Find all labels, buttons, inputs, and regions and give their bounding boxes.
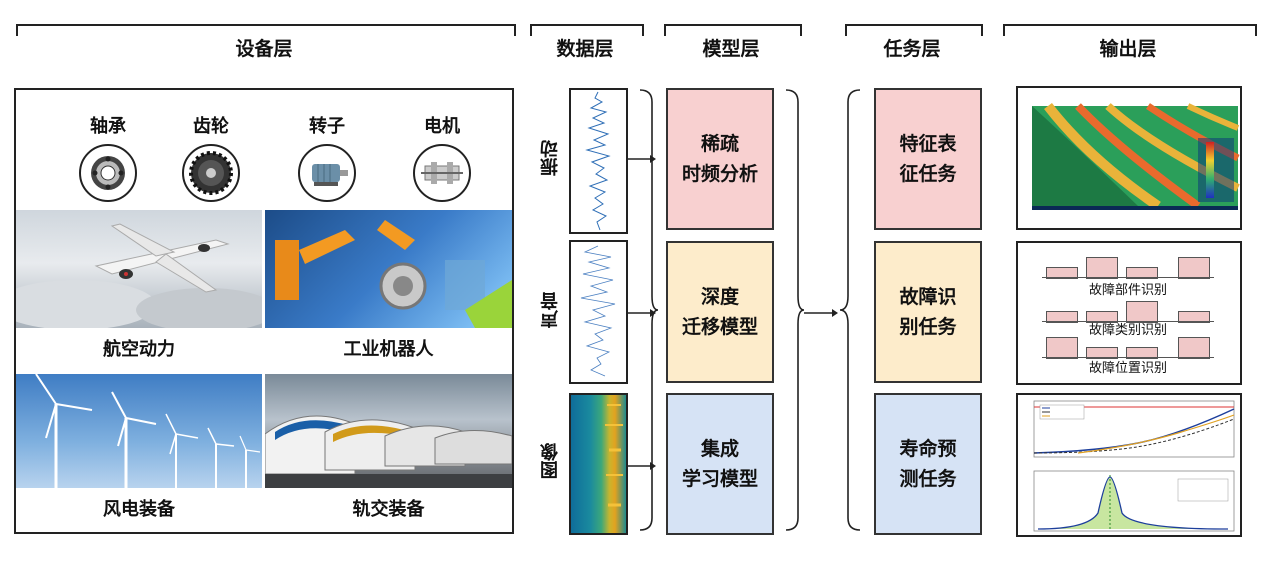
equipment-label-wind: 风电装备: [16, 490, 262, 530]
fault-label-location: 故障位置识别: [1088, 361, 1167, 376]
model-deep-transfer: 深度迁移模型: [666, 241, 774, 383]
equipment-label-train: 轨交装备: [265, 490, 512, 530]
fault-bar-4: [1178, 257, 1210, 279]
fault-bar-11: [1126, 347, 1158, 359]
equipment-label-robot: 工业机器人: [265, 330, 512, 370]
fault-bar-1: [1046, 267, 1078, 279]
device-layer-header: 设备层: [235, 38, 293, 60]
airplane-photo: [16, 210, 262, 328]
task-input-brace: [838, 88, 862, 536]
model-ensemble-line2: 学习模型: [681, 468, 758, 490]
data-label-sound: 声音: [540, 292, 561, 328]
device-layer-panel: 轴承 齿轮 转子 电机 航空动力: [14, 88, 514, 534]
fault-bar-10: [1086, 347, 1118, 359]
component-label-motor: 电机: [424, 116, 460, 137]
fault-baseline-1: [1042, 277, 1214, 278]
time-frequency-map-output: [1016, 86, 1242, 230]
task-layer-header: 任务层: [883, 38, 941, 60]
task-feature-line1: 特征表: [899, 133, 957, 155]
equipment-label-aviation: 航空动力: [16, 330, 262, 370]
fault-bar-5: [1046, 311, 1078, 323]
fault-baseline-3: [1042, 357, 1214, 358]
task-life-line1: 寿命预: [899, 438, 957, 460]
task-feature-line2: 征任务: [899, 163, 957, 185]
model-layer-bracket: [664, 24, 802, 36]
model-input-brace: [636, 88, 660, 536]
rotor-icon: [298, 144, 356, 202]
model-layer-header: 模型层: [702, 38, 760, 60]
model-ensemble-line1: 集成: [700, 438, 739, 460]
task-feature-representation: 特征表征任务: [874, 88, 982, 230]
fault-bar-12: [1178, 337, 1210, 359]
model-sparse-tf: 稀疏时频分析: [666, 88, 774, 230]
component-label-rotor: 转子: [309, 116, 345, 137]
task-fault-line1: 故障识: [899, 286, 957, 308]
high-speed-train-photo: [265, 374, 512, 488]
life-prediction-output: [1016, 393, 1242, 537]
spectrogram-image: [569, 393, 628, 535]
data-label-vibration: 振动: [540, 140, 561, 176]
task-fault-recognition: 故障识别任务: [874, 241, 982, 383]
industrial-robot-photo: [265, 210, 512, 328]
bearing-icon: [79, 144, 137, 202]
fault-bar-3: [1126, 267, 1158, 279]
fault-baseline-2: [1042, 321, 1214, 322]
output-layer-header: 输出层: [1099, 38, 1157, 60]
data-label-image: 图像: [540, 443, 561, 479]
task-layer-bracket: [845, 24, 983, 36]
fault-identification-output: 故障部件识别 故障类别识别 故障位置识别: [1016, 241, 1242, 385]
fault-bar-2: [1086, 257, 1118, 279]
task-fault-line2: 别任务: [899, 316, 957, 338]
fault-bar-6: [1086, 311, 1118, 323]
model-deep-transfer-line1: 深度: [700, 286, 739, 308]
data-layer-bracket: [530, 24, 644, 36]
task-life-line2: 测任务: [899, 468, 957, 490]
gear-icon: [182, 144, 240, 202]
model-output-brace: [784, 88, 808, 536]
fault-bar-9: [1046, 337, 1078, 359]
arrow-model-to-task: [804, 304, 838, 323]
fault-bar-7: [1126, 301, 1158, 323]
vibration-signal-plot: [569, 88, 628, 234]
task-life-prediction: 寿命预测任务: [874, 393, 982, 535]
fault-label-component: 故障部件识别: [1088, 283, 1167, 298]
component-label-bearing: 轴承: [90, 116, 126, 137]
model-sparse-tf-line2: 时频分析: [681, 163, 758, 185]
model-deep-transfer-line2: 迁移模型: [681, 316, 758, 338]
output-layer-bracket: [1003, 24, 1257, 36]
motor-icon: [413, 144, 471, 202]
wind-turbine-photo: [16, 374, 262, 488]
component-label-gear: 齿轮: [193, 116, 229, 137]
data-layer-header: 数据层: [556, 38, 614, 60]
fault-bar-8: [1178, 311, 1210, 323]
sound-signal-plot: [569, 240, 628, 384]
model-sparse-tf-line1: 稀疏: [700, 133, 739, 155]
fault-label-category: 故障类别识别: [1088, 323, 1167, 338]
device-layer-bracket: [16, 24, 516, 36]
model-ensemble: 集成学习模型: [666, 393, 774, 535]
